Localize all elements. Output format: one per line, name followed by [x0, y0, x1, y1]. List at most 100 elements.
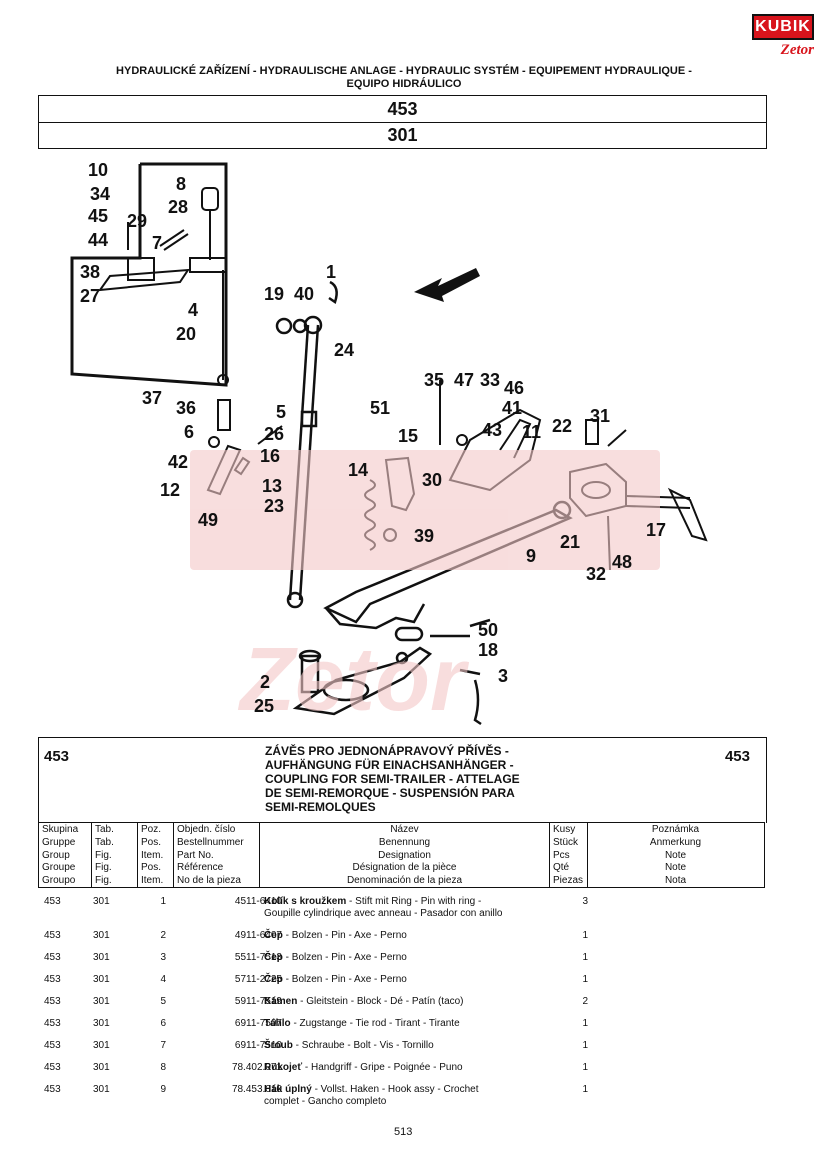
- callout-label: 36: [176, 398, 196, 418]
- callout-label: 33: [480, 370, 500, 390]
- row-part-number: 78.453.010: [231, 1084, 282, 1095]
- row-name-bold: Čep: [264, 930, 283, 941]
- row-name: Rukojeť - Handgriff - Gripe - Poignée - …: [264, 1062, 564, 1074]
- brand-logo: KUBIK Zetor: [752, 14, 814, 66]
- row-pos: 2: [160, 930, 166, 941]
- section-title-line: AUFHÄNGUNG FÜR EINACHSANHÄNGER -: [265, 758, 514, 772]
- row-name-rest: - Zugstange - Tie rod - Tirant - Tirante: [290, 1018, 460, 1029]
- row-name: Čep - Bolzen - Pin - Axe - Perno: [264, 974, 564, 986]
- row-tab: 301: [93, 974, 110, 985]
- row-part-number: 5911-7519: [234, 996, 282, 1007]
- row-name: Kolík s kroužkem - Stift mit Ring - Pin …: [264, 896, 564, 920]
- row-name-bold: Čep: [264, 974, 283, 985]
- row-pos: 8: [160, 1062, 166, 1073]
- callout-label: 29: [127, 211, 147, 231]
- callout-label: 28: [168, 197, 188, 217]
- callout-label: 26: [264, 424, 284, 444]
- row-name-rest: - Bolzen - Pin - Axe - Perno: [282, 952, 407, 963]
- row-pos: 4: [160, 974, 166, 985]
- section-title: ZÁVĚS PRO JEDNONÁPRAVOVÝ PŘÍVĚS - AUFHÄN…: [265, 744, 585, 814]
- callout-label: 47: [454, 370, 474, 390]
- row-name-bold: Hák úplný: [264, 1084, 312, 1095]
- row-name-bold: Rukojeť: [264, 1062, 303, 1073]
- row-qty: 1: [582, 974, 588, 985]
- col-pos: Poz.Pos.Item.Pos.Item.: [137, 823, 173, 887]
- page-number: 513: [394, 1126, 413, 1138]
- callout-label: 51: [370, 398, 390, 418]
- row-group: 453: [44, 1084, 61, 1095]
- table-code-box: 301: [38, 122, 767, 149]
- callout-label: 31: [590, 406, 610, 426]
- watermark-logo: Zetor: [190, 450, 660, 730]
- callout-label: 40: [294, 284, 314, 304]
- row-tab: 301: [93, 996, 110, 1007]
- callout-label: 6: [184, 422, 194, 442]
- row-group: 453: [44, 974, 61, 985]
- callout-label: 19: [264, 284, 284, 304]
- callout-label: 14: [348, 460, 368, 480]
- table-row: 453 301 4 5711-2725 1 Čep - Bolzen - Pin - Ax…: [38, 974, 765, 996]
- row-tab: 301: [93, 896, 110, 907]
- callout-label: 8: [176, 174, 186, 194]
- callout-label: 44: [88, 230, 108, 250]
- group-code-box: 453: [38, 95, 767, 123]
- direction-arrow: [414, 268, 480, 302]
- callout-label: 34: [90, 184, 110, 204]
- row-tab: 301: [93, 1084, 110, 1095]
- callout-label: 9: [526, 546, 536, 566]
- section-title-line: SEMI-REMOLQUES: [265, 800, 376, 814]
- col-tab: Tab.Tab.Fig.Fig.Fig.: [91, 823, 137, 887]
- row-name-line2: Goupille cylindrique avec anneau - Pasad…: [264, 908, 503, 919]
- table-row: 453 301 9 78.453.010 1 Hák úplný - Vollst. Ha…: [38, 1084, 765, 1118]
- heading-line-1: HYDRAULICKÉ ZAŘÍZENÍ - HYDRAULISCHE ANLA…: [116, 65, 692, 77]
- row-part-number: 6911-7507: [234, 1018, 282, 1029]
- callout-label: 1: [326, 262, 336, 282]
- row-name: Hák úplný - Vollst. Haken - Hook assy - …: [264, 1084, 564, 1108]
- row-part-number: 78.402.071: [231, 1062, 282, 1073]
- callout-label: 25: [254, 696, 274, 716]
- row-qty: 1: [582, 1018, 588, 1029]
- row-name-rest: - Handgriff - Gripe - Poignée - Puno: [302, 1062, 463, 1073]
- callout-label: 15: [398, 426, 418, 446]
- callout-label: 39: [414, 526, 434, 546]
- row-qty: 1: [582, 930, 588, 941]
- row-qty: 2: [582, 996, 588, 1007]
- callout-label: 10: [88, 160, 108, 180]
- callout-label: 2: [260, 672, 270, 692]
- callout-label: 48: [612, 552, 632, 572]
- row-tab: 301: [93, 1040, 110, 1051]
- row-group: 453: [44, 1062, 61, 1073]
- row-part-number: 5711-2725: [234, 974, 282, 985]
- row-part-number: 5511-7513: [234, 952, 282, 963]
- callout-label: 22: [552, 416, 572, 436]
- callout-label: 4: [188, 300, 198, 320]
- callout-label: 37: [142, 388, 162, 408]
- callout-label: 11: [522, 422, 541, 442]
- row-group: 453: [44, 952, 61, 963]
- row-name: Kámen - Gleitstein - Block - Dé - Patín …: [264, 996, 564, 1008]
- section-title-line: DE SEMI-REMORQUE - SUSPENSIÓN PARA: [265, 786, 515, 800]
- page-heading: HYDRAULICKÉ ZAŘÍZENÍ - HYDRAULISCHE ANLA…: [38, 65, 770, 91]
- row-qty: 1: [582, 1084, 588, 1095]
- row-pos: 6: [160, 1018, 166, 1029]
- logo-zetor: Zetor: [780, 42, 814, 58]
- row-pos: 9: [160, 1084, 166, 1095]
- callout-label: 17: [646, 520, 666, 540]
- row-group: 453: [44, 896, 61, 907]
- row-name: Čep - Bolzen - Pin - Axe - Perno: [264, 930, 564, 942]
- callout-label: 49: [198, 510, 218, 530]
- row-part-number: 6911-7510: [234, 1040, 282, 1051]
- row-qty: 1: [582, 952, 588, 963]
- callout-label: 23: [264, 496, 284, 516]
- row-name-rest: - Gleitstein - Block - Dé - Patín (taco): [297, 996, 464, 1007]
- row-name-rest: - Vollst. Haken - Hook assy - Crochet: [311, 1084, 479, 1095]
